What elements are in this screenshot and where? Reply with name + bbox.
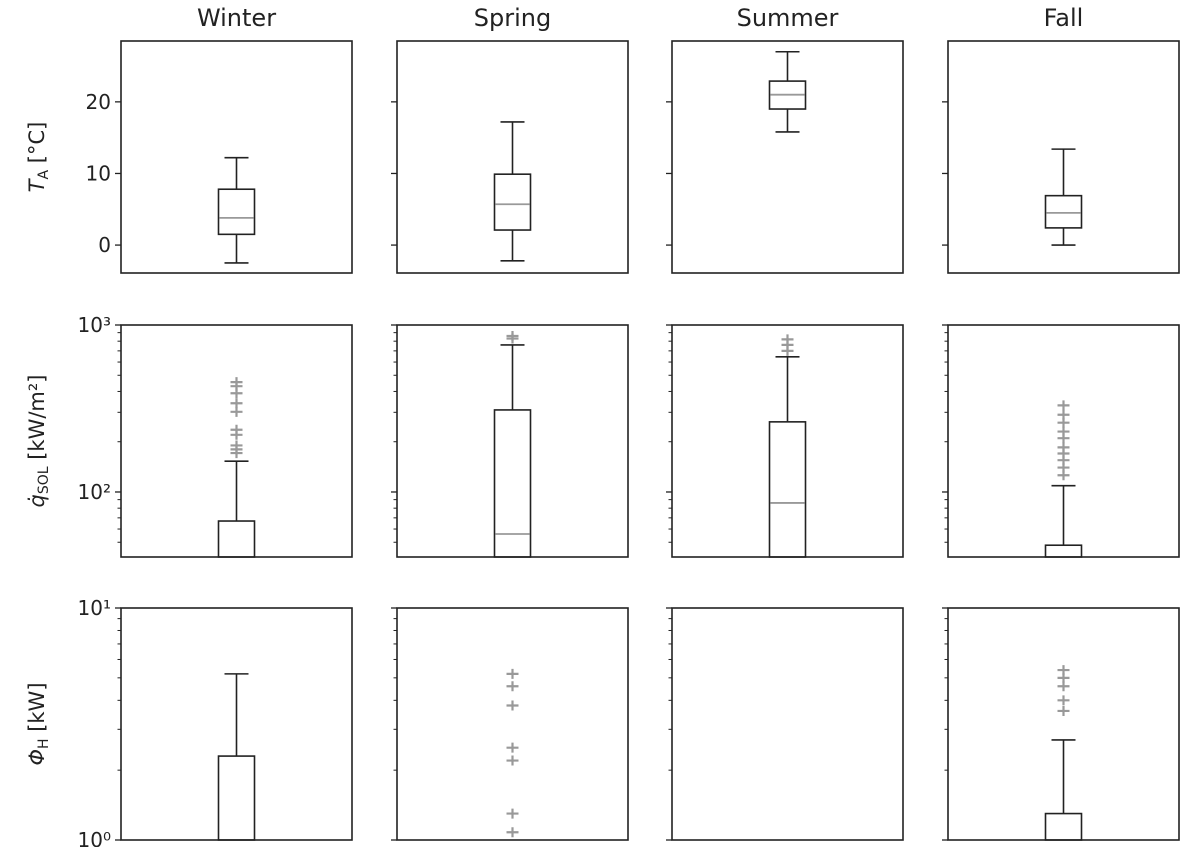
outlier-marker — [1057, 705, 1070, 716]
panel-T_A-winter: 0 10 20 — [86, 40, 353, 274]
outlier-marker — [230, 398, 243, 409]
iqr-box — [217, 755, 256, 841]
y-axis-label-T_A: TA [°C] — [25, 122, 52, 193]
panel-Phi_H-fall — [942, 607, 1180, 841]
y-axis-label-text: TA [°C] — [25, 122, 52, 193]
outlier-marker — [1057, 695, 1070, 706]
column-title-winter: Winter — [197, 4, 276, 32]
y-label-unit: [°C] — [25, 122, 49, 170]
axes-frame — [120, 40, 353, 274]
y-tick-label: 10³ — [78, 313, 111, 337]
outlier-marker — [506, 827, 519, 838]
y-axis-label-text: q̇SOL [kW/m²] — [25, 375, 52, 508]
y-tick-label: 0 — [98, 233, 111, 257]
y-label-symbol: Φ — [25, 749, 49, 766]
outlier-marker — [1057, 665, 1070, 676]
outlier-marker — [506, 668, 519, 679]
axes-frame — [947, 40, 1180, 274]
axes-frame — [947, 607, 1180, 841]
y-tick-label: 10² — [78, 480, 111, 504]
iqr-box — [493, 409, 532, 558]
iqr-box — [493, 173, 532, 231]
y-axis-label-q_SOL: q̇SOL [kW/m²] — [25, 375, 52, 508]
outlier-marker — [230, 377, 243, 388]
column-title-summer: Summer — [737, 4, 839, 32]
axes-frame — [120, 324, 353, 558]
outlier-marker — [506, 330, 519, 341]
y-tick-label: 10⁰ — [78, 828, 111, 847]
iqr-box — [1044, 812, 1083, 841]
y-axis-label-Phi_H: ΦH [kW] — [25, 682, 52, 765]
column-title-spring: Spring — [474, 4, 551, 32]
axes-frame — [120, 607, 353, 841]
panel-q_SOL-winter: 10² 10³ — [78, 313, 353, 558]
panel-q_SOL-spring — [391, 324, 629, 558]
panel-Phi_H-summer — [666, 607, 904, 841]
y-tick-label: 10 — [86, 161, 111, 185]
outlier-marker — [1057, 409, 1070, 420]
outlier-marker — [506, 755, 519, 766]
axes-frame — [396, 607, 629, 841]
outlier-marker — [781, 334, 794, 345]
outlier-marker — [1057, 426, 1070, 437]
axes-frame — [671, 40, 904, 274]
outlier-marker — [230, 406, 243, 417]
outlier-marker — [230, 440, 243, 451]
outlier-marker — [506, 700, 519, 711]
y-tick-label: 20 — [86, 90, 111, 114]
axes-frame — [396, 40, 629, 274]
iqr-box — [217, 520, 256, 558]
panel-Phi_H-spring — [391, 607, 629, 841]
iqr-box — [217, 188, 256, 236]
outlier-marker — [1057, 681, 1070, 692]
y-label-subscript: SOL — [36, 466, 52, 494]
y-label-subscript: H — [36, 738, 52, 749]
y-label-subscript: A — [36, 169, 52, 179]
outlier-marker — [1057, 442, 1070, 453]
outlier-marker — [506, 742, 519, 753]
outlier-marker — [506, 681, 519, 692]
axes-frame — [671, 324, 904, 558]
iqr-box — [1044, 194, 1083, 229]
outlier-marker — [1057, 400, 1070, 411]
outlier-marker — [230, 424, 243, 435]
panel-Phi_H-winter: 10⁰ 10¹ — [78, 596, 353, 847]
panel-T_A-spring — [391, 40, 629, 274]
iqr-box — [1044, 544, 1083, 558]
outlier-marker — [506, 808, 519, 819]
y-label-unit: [kW] — [25, 682, 49, 738]
y-label-unit: [kW/m²] — [25, 375, 49, 467]
panel-T_A-fall — [942, 40, 1180, 274]
column-title-fall: Fall — [1044, 4, 1084, 32]
axes-frame — [671, 607, 904, 841]
panel-q_SOL-fall — [942, 324, 1180, 558]
axes-frame — [396, 324, 629, 558]
y-label-symbol: T — [25, 177, 49, 192]
iqr-box — [768, 421, 807, 558]
panel-q_SOL-summer — [666, 324, 904, 558]
axes-frame — [947, 324, 1180, 558]
panel-T_A-summer — [666, 40, 904, 274]
y-tick-label: 10¹ — [78, 596, 111, 620]
y-label-symbol: q̇ — [25, 494, 49, 507]
y-axis-label-text: ΦH [kW] — [25, 682, 52, 765]
